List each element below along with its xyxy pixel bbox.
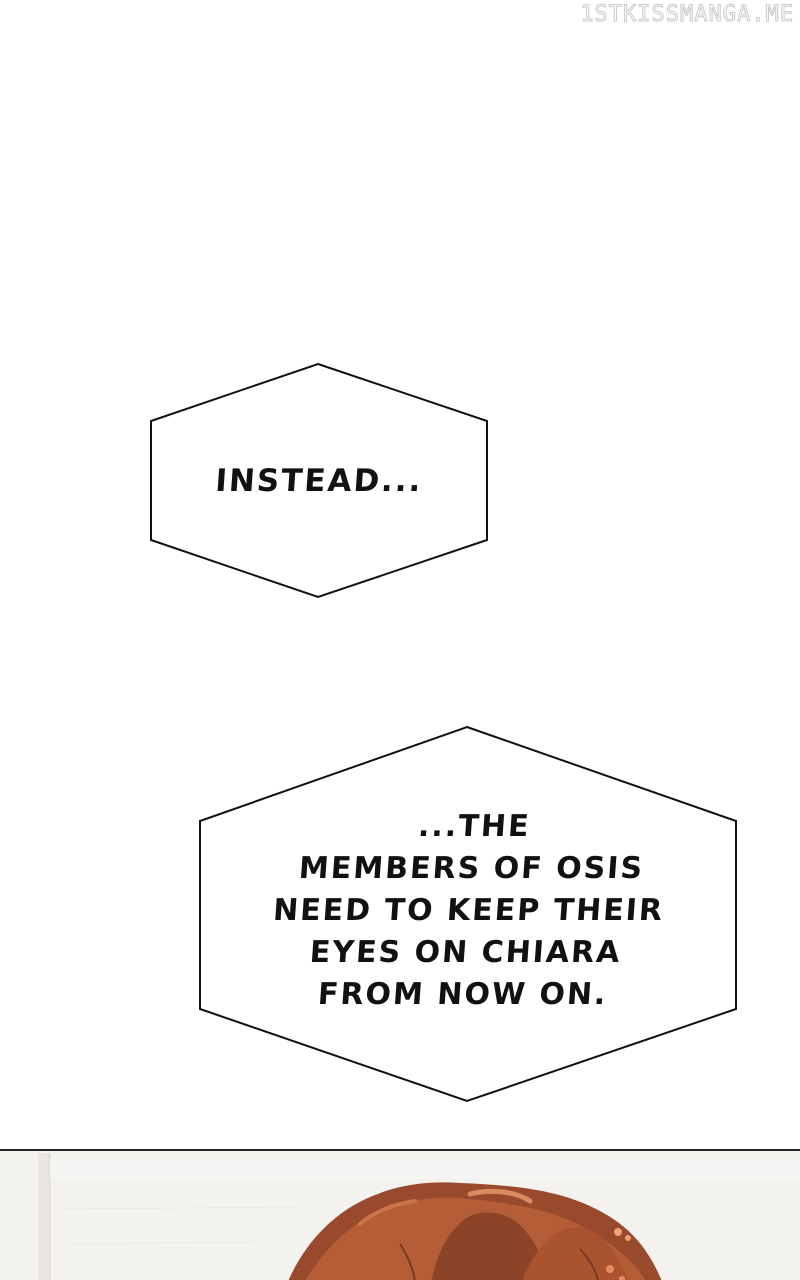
next-panel xyxy=(0,1149,800,1280)
speech-bubble-instead: INSTEAD... xyxy=(150,362,488,599)
panel-illustration xyxy=(0,1149,800,1280)
bubble-text-members: ...THE MEMBERS OF OSIS NEED TO KEEP THEI… xyxy=(271,809,666,1012)
speech-bubble-members: ...THE MEMBERS OF OSIS NEED TO KEEP THEI… xyxy=(199,725,738,1103)
character-hair xyxy=(288,1182,662,1280)
site-watermark: 1STKISSMANGA.ME xyxy=(580,2,794,28)
bubble-outline xyxy=(199,725,737,1103)
bubble-outline xyxy=(150,362,488,599)
bubble-text-instead: INSTEAD... xyxy=(214,463,424,499)
